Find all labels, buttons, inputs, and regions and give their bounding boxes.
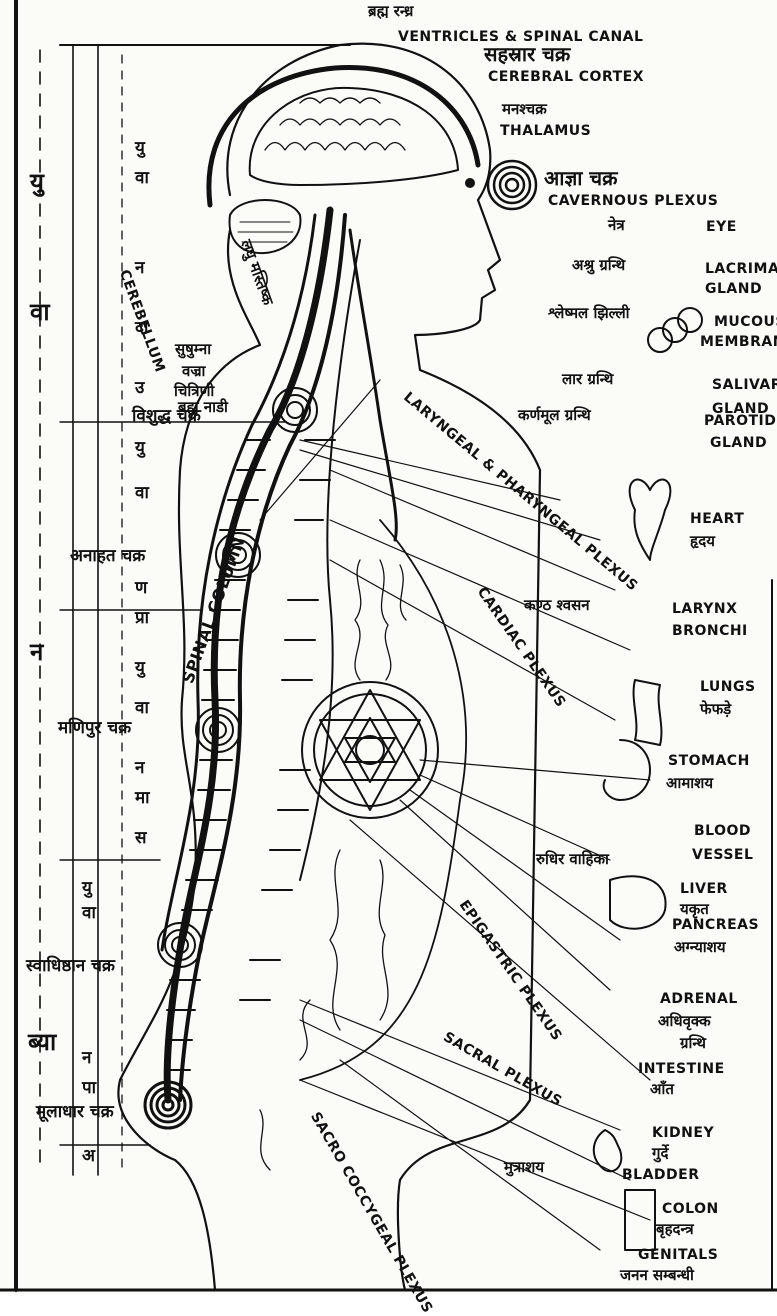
label-yakrit: यकृत — [680, 902, 709, 917]
label-adrenal: ADRENAL — [660, 992, 738, 1006]
label-heart: HEART — [690, 512, 744, 526]
label-stomach: STOMACH — [668, 754, 750, 768]
label-agnyashay: अग्न्याशय — [674, 940, 726, 955]
label-lacrimal: LACRIMAL — [705, 262, 777, 276]
label-chitrini: चित्रिणी — [174, 384, 214, 399]
vayu-col-3: न — [135, 260, 144, 277]
vayu-col-2: यु — [135, 140, 145, 157]
vayu-col-4: दा — [135, 320, 148, 337]
body-outline — [227, 44, 540, 1290]
vayu-col-5: उ — [135, 380, 144, 397]
label-muladhar: मूलाधार चक्र — [36, 1104, 114, 1121]
vagus-nerve — [350, 230, 396, 540]
chakra-vishuddha — [273, 388, 317, 432]
spinal-cord-3 — [162, 215, 315, 950]
label-intestine: INTESTINE — [638, 1062, 725, 1076]
vertebrae — [167, 440, 335, 1070]
vayu-col-1: वा — [135, 170, 149, 187]
heart-shape — [630, 480, 671, 560]
label-cerebral-cortex: CEREBRAL CORTEX — [488, 70, 644, 84]
vayu-col-12: न — [135, 760, 144, 777]
label-ajna: आज्ञा चक्र — [544, 168, 617, 188]
label-brahma-randhra: ब्रह्म रन्ध्र — [368, 4, 413, 19]
kidney-shape — [594, 1130, 622, 1171]
label-larynx: LARYNX — [672, 602, 737, 616]
label-parotid: PAROTID — [704, 414, 776, 428]
label-eye: EYE — [706, 220, 737, 234]
vayu-col-8: ण — [135, 580, 147, 597]
label-lungs: LUNGS — [700, 680, 756, 694]
vayu-col-16: वा — [82, 905, 96, 922]
vayu-col-14: स — [135, 830, 147, 847]
label-vajra: वज्रा — [182, 364, 205, 379]
stomach-shape — [604, 740, 650, 800]
vayu-col-10: यु — [135, 660, 145, 677]
label-phephde: फेफड़े — [700, 702, 731, 717]
label-manipur: मणिपुर चक्र — [58, 720, 131, 737]
label-swadhishthan: स्वाधिष्ठान चक्र — [26, 958, 115, 975]
label-manas-chakra: मनश्चक्र — [502, 102, 547, 117]
label-gurde: गुर्दे — [652, 1146, 668, 1161]
vayu-big-3: वा — [30, 300, 50, 324]
vayu-col-6: यु — [135, 440, 145, 457]
vayu-col-11: वा — [135, 700, 149, 717]
label-colon: COLON — [662, 1202, 719, 1216]
label-mucous: MUCOUS — [714, 315, 777, 329]
label-sushumna: सुषुम्ना — [175, 342, 211, 357]
third-eye-dot — [465, 178, 475, 188]
chakra-muladhar — [145, 1082, 191, 1128]
vayu-big-4: यु — [30, 170, 44, 194]
label-salivary: SALIVARY — [712, 378, 777, 392]
solar-plexus-mandala — [302, 682, 438, 818]
chakra-ajna — [488, 161, 536, 209]
label-ashru: अश्रु ग्रन्थि — [572, 258, 625, 273]
lungs-shape — [634, 680, 662, 745]
vayu-big-1: ब्या — [28, 1030, 56, 1054]
vayu-col-13: मा — [135, 790, 150, 807]
label-karnamool: कर्णमूल ग्रन्थि — [518, 408, 591, 423]
label-sahasrara: सहस्रार चक्र — [484, 44, 570, 64]
mucous-circles — [648, 308, 702, 352]
label-bronchi: BRONCHI — [672, 624, 748, 638]
label-thalamus: THALAMUS — [500, 124, 591, 138]
label-liver: LIVER — [680, 882, 728, 896]
label-kidney: KIDNEY — [652, 1126, 714, 1140]
label-netra: नेत्र — [608, 218, 625, 233]
vayu-col-19: अ — [82, 1148, 95, 1165]
vayu-col-17: न — [82, 1050, 91, 1067]
cerebrum — [250, 88, 458, 185]
label-bladder: BLADDER — [622, 1168, 700, 1182]
label-cavernous: CAVERNOUS PLEXUS — [548, 194, 718, 208]
label-granthi: ग्रन्थि — [680, 1036, 706, 1051]
label-pancreas: PANCREAS — [672, 918, 759, 932]
label-anahata: अनाहत चक्र — [70, 548, 145, 565]
label-vessel: VESSEL — [692, 848, 753, 862]
vayu-col-9: प्रा — [135, 610, 149, 627]
label-shleshmal: श्लेष्मल झिल्ली — [548, 306, 630, 321]
label-hriday: हृदय — [690, 534, 715, 549]
label-gland-1: GLAND — [705, 282, 762, 296]
label-kanth: कण्ठ श्वसन — [524, 598, 590, 613]
label-brihadantra: बृहदन्त्र — [656, 1222, 694, 1237]
vayu-big-2: न — [30, 640, 43, 664]
label-adhivrikk: अधिवृक्क — [658, 1014, 711, 1029]
vayu-col-7: वा — [135, 485, 149, 502]
vayu-col-15: यु — [82, 880, 92, 897]
label-genitals: GENITALS — [638, 1248, 718, 1262]
label-amashay: आमाशय — [666, 776, 713, 791]
label-blood: BLOOD — [694, 824, 751, 838]
label-aant: आँत — [650, 1082, 674, 1097]
label-rudhir: रुधिर वाहिका — [536, 852, 609, 867]
label-lar: लार ग्रन्थि — [562, 372, 613, 387]
label-mutrashay: मुत्राशय — [504, 1160, 544, 1175]
vayu-col-18: पा — [82, 1080, 96, 1097]
liver-shape — [610, 876, 666, 928]
label-janan: जनन सम्बन्धी — [620, 1268, 694, 1283]
label-gland-3: GLAND — [710, 436, 767, 450]
label-membrane: MEMBRANE — [700, 335, 777, 349]
label-vishuddha: विशुद्ध चक्र — [132, 408, 201, 425]
